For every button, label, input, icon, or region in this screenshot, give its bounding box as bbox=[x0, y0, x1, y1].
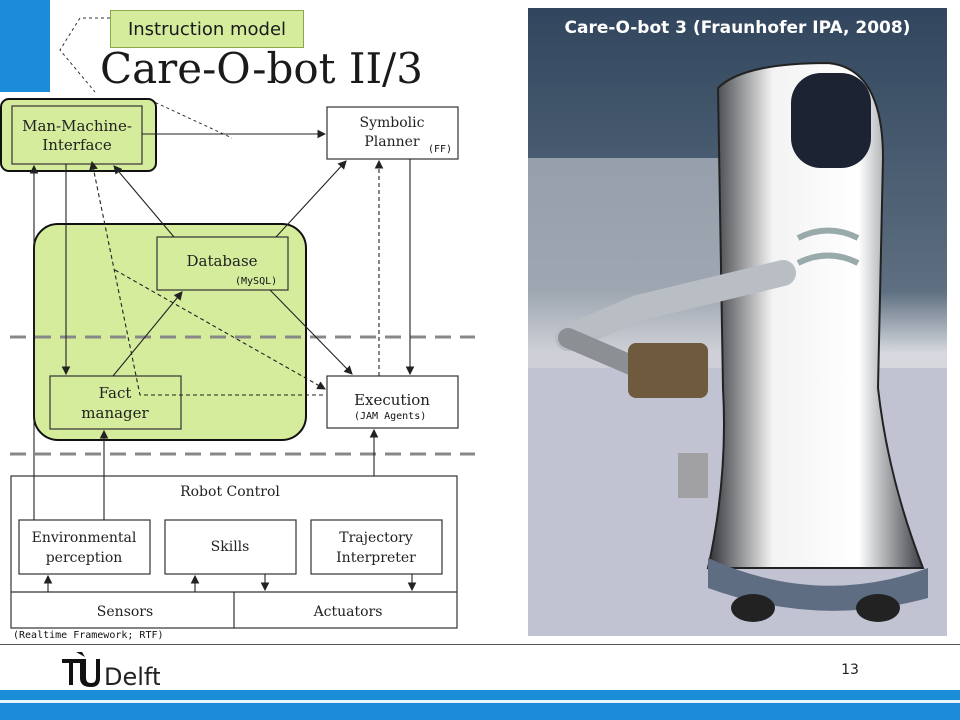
robot-control-label: Robot Control bbox=[180, 484, 280, 500]
bottom-accent-stripe bbox=[0, 700, 960, 703]
callout-line-left bbox=[59, 17, 110, 93]
actuators-label: Actuators bbox=[313, 604, 383, 620]
sensors-label: Sensors bbox=[97, 604, 153, 620]
symbolic-planner-label-line1: Symbolic bbox=[360, 115, 425, 131]
arrow-database-to-mmi bbox=[113, 165, 175, 238]
execution-label: Execution bbox=[354, 391, 430, 409]
fact-manager-label-line1: Fact bbox=[99, 384, 132, 402]
fact-manager-label-line2: manager bbox=[81, 404, 149, 422]
mmi-box bbox=[11, 105, 143, 165]
arrow-database-to-planner bbox=[275, 160, 347, 238]
arrow-execution-to-mmi-dashed bbox=[89, 160, 323, 396]
arrow-database-to-execution bbox=[269, 289, 353, 375]
database-note: (MySQL) bbox=[235, 276, 277, 287]
skills-label: Skills bbox=[211, 539, 250, 555]
traj-label-line2: Interpreter bbox=[336, 550, 416, 566]
bottom-accent-band bbox=[0, 690, 960, 720]
instruction-model-badge: Instruction model bbox=[110, 10, 304, 48]
photo-caption: Care-O-bot 3 (Fraunhofer IPA, 2008) bbox=[564, 18, 911, 38]
rtf-note: (Realtime Framework; RTF) bbox=[13, 630, 164, 641]
left-accent-bar bbox=[0, 0, 50, 92]
skills-box bbox=[164, 519, 297, 575]
footer-divider bbox=[0, 644, 960, 645]
robot-photo: Care-O-bot 3 (Fraunhofer IPA, 2008) bbox=[528, 8, 947, 636]
symbolic-planner-box bbox=[326, 106, 459, 160]
trajectory-interpreter-box bbox=[310, 519, 443, 575]
page-number: 13 bbox=[841, 662, 859, 678]
architecture-diagram: Man-Machine- Interface Symbolic Planner … bbox=[0, 98, 475, 641]
arrow-knowledge-to-execution-dashed bbox=[114, 269, 326, 390]
tudelft-logo: Delft bbox=[62, 652, 160, 690]
database-box bbox=[156, 236, 289, 291]
traj-label-line1: Trajectory bbox=[339, 530, 413, 546]
slide-title: Care-O-bot II/3 bbox=[100, 44, 423, 93]
callout-lines bbox=[59, 17, 233, 139]
environmental-perception-box bbox=[18, 519, 151, 575]
env-label-line2: perception bbox=[46, 550, 123, 566]
robot-photo-illustration bbox=[528, 8, 947, 636]
planner-note: (FF) bbox=[428, 144, 452, 155]
database-label: Database bbox=[186, 252, 257, 270]
execution-note: (JAM Agents) bbox=[354, 411, 426, 422]
env-label-line1: Environmental bbox=[32, 530, 137, 546]
mmi-label-line2: Interface bbox=[42, 136, 112, 154]
arrow-fact-to-database bbox=[112, 291, 183, 377]
logo-text: Delft bbox=[104, 663, 160, 690]
fact-manager-box bbox=[49, 375, 182, 430]
mmi-label-line1: Man-Machine- bbox=[22, 117, 132, 135]
execution-box bbox=[326, 375, 459, 429]
symbolic-planner-label-line2: Planner bbox=[364, 134, 420, 150]
